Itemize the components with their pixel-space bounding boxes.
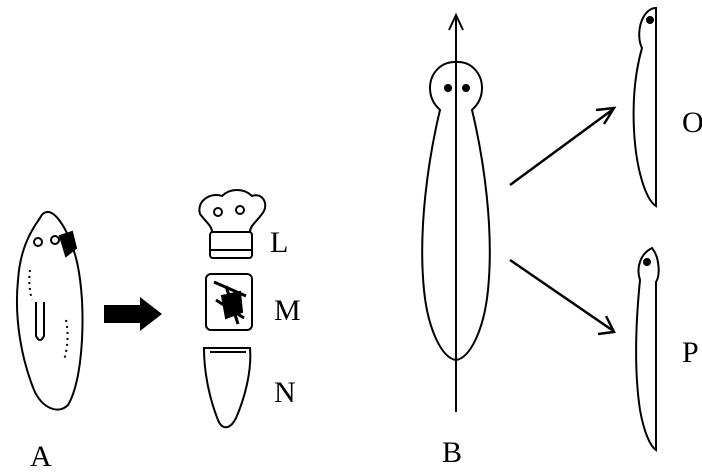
label-l: L	[270, 226, 288, 259]
label-m: M	[274, 294, 301, 327]
worm-a	[15, 210, 84, 411]
eye-p	[643, 258, 651, 266]
eye-left-b	[444, 84, 452, 92]
eye-o	[646, 16, 654, 24]
label-b: B	[442, 436, 462, 469]
label-a: A	[30, 440, 52, 473]
arrow-to-p	[509, 258, 616, 336]
label-o: O	[682, 106, 702, 139]
worm-b	[421, 12, 491, 412]
piece-m-middle	[205, 273, 253, 331]
eye-right-b	[462, 84, 470, 92]
label-p: P	[682, 336, 699, 369]
piece-n-tail	[202, 347, 252, 429]
half-worm-p	[635, 246, 660, 452]
cut-arrow	[104, 297, 162, 331]
label-n: N	[274, 376, 296, 409]
half-worm-o	[632, 6, 657, 208]
arrow-to-o	[509, 106, 617, 187]
piece-l-head	[198, 189, 267, 259]
